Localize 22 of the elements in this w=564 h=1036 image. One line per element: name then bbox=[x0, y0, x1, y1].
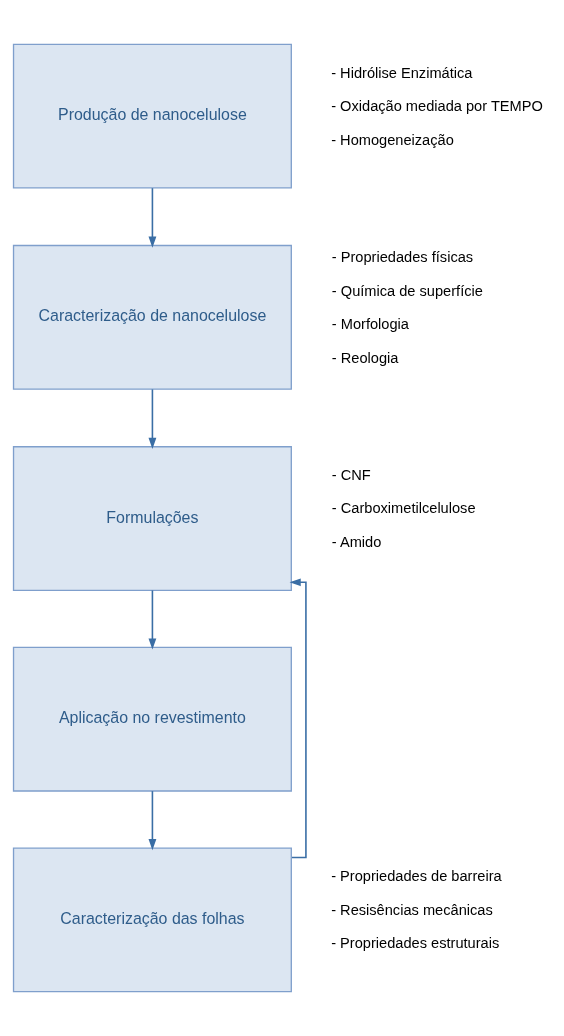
node-label: - Reologia bbox=[331, 349, 399, 366]
node-label: - Resisências mecânicas bbox=[331, 901, 493, 918]
node-box: Caracterização de nanocelulose bbox=[12, 244, 292, 390]
node-label: - Homogeneização bbox=[331, 131, 454, 148]
node-box: Caracterização das folhas bbox=[12, 847, 292, 993]
node-label: - Carboximetilcelulose bbox=[331, 500, 476, 517]
arrow bbox=[148, 388, 157, 450]
node-box: Formulações bbox=[12, 446, 292, 591]
arrow bbox=[148, 790, 157, 851]
arrow bbox=[148, 589, 157, 650]
node-label: - Propriedades de barreira bbox=[331, 868, 502, 885]
node-label: - Oxidação mediada por TEMPO bbox=[331, 98, 543, 115]
node-box: Aplicação no revestimento bbox=[12, 646, 292, 792]
node-label: - Propriedades físicas bbox=[331, 249, 474, 266]
node-label: - Química de superfície bbox=[331, 282, 483, 299]
node-box: Produção de nanocelulose bbox=[12, 43, 292, 189]
node-label: - CNF bbox=[331, 466, 371, 483]
node-label: - Morfologia bbox=[331, 316, 409, 332]
arrow bbox=[148, 187, 157, 248]
node-label: - Propriedades estruturais bbox=[331, 935, 500, 952]
node-label: - Hidrólise Enzimática bbox=[331, 64, 473, 81]
node-label: - Amido bbox=[331, 533, 382, 550]
